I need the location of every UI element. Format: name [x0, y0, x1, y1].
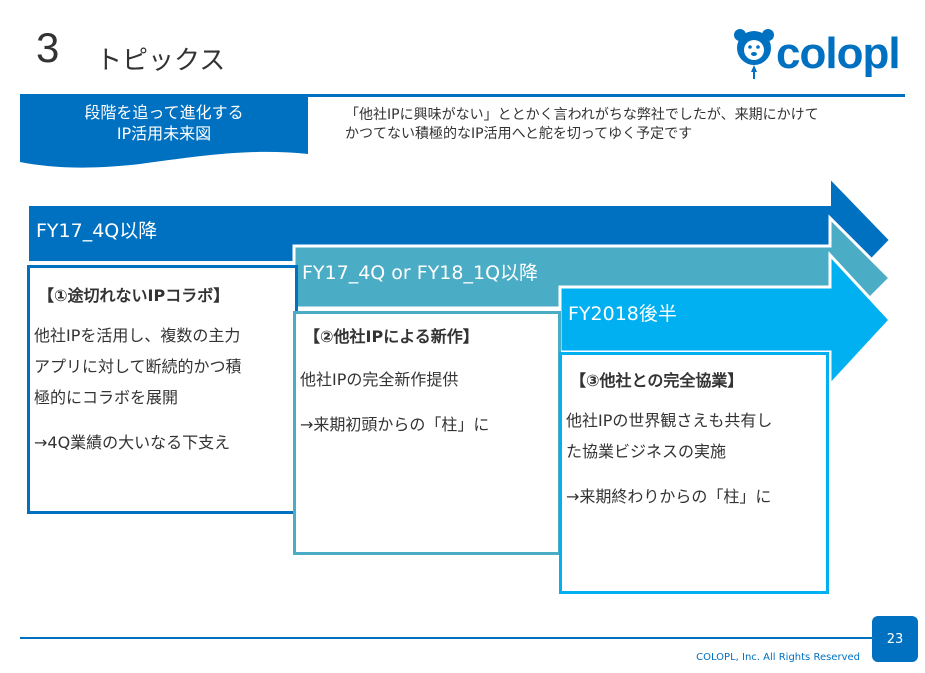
- logo-wordmark: colopl: [776, 29, 901, 78]
- copyright: COLOPL, Inc. All Rights Reserved: [696, 652, 860, 663]
- footer-divider: [20, 637, 872, 639]
- banner-label-line: 段階を追って進化する: [84, 103, 244, 122]
- stage-card-3: 【③他社との完全協業】 他社IPの世界観さえも共有し た協業ビジネスの実施 →来…: [559, 352, 829, 594]
- description-line: かつてない積極的なIP活用へと舵を切ってゆく予定です: [345, 126, 693, 142]
- stage-text: 他社IPの完全新作提供: [300, 370, 459, 389]
- section-number: 3: [36, 24, 60, 71]
- banner-background: [20, 96, 308, 168]
- stage-text: た協業ビジネスの実施: [566, 442, 727, 461]
- bear-balloon-icon: [734, 29, 774, 79]
- banner-label-line: IP活用未来図: [116, 124, 212, 143]
- page-title: トピックス: [96, 46, 226, 76]
- stage-heading: 【③他社との完全協業】: [570, 371, 744, 390]
- stage-card-1: 【①途切れないIPコラボ】 他社IPを活用し、複数の主力 アプリに対して断続的か…: [27, 265, 298, 514]
- stage-text: アプリに対して断続的かつ積: [34, 357, 242, 376]
- banner-label: 段階を追って進化する IP活用未来図: [20, 96, 308, 170]
- stage-period-2: FY17_4Q or FY18_1Q以降: [302, 262, 539, 284]
- stage-text: 他社IPの世界観さえも共有し: [566, 411, 773, 430]
- header-divider: [20, 94, 905, 97]
- stage-period-3: FY2018後半: [568, 303, 677, 325]
- stage-heading: 【②他社IPによる新作】: [304, 327, 479, 346]
- stage-note: →来期終わりからの「柱」に: [566, 487, 772, 506]
- colopl-logo: colopl: [732, 28, 901, 80]
- stage-period-1: FY17_4Q以降: [36, 220, 158, 242]
- stage-text: 極的にコラボを展開: [34, 388, 179, 407]
- description-line: 「他社IPに興味がない」ととかく言われがちな弊社でしたが、来期にかけて: [345, 107, 819, 123]
- stage-card-2: 【②他社IPによる新作】 他社IPの完全新作提供 →来期初頭からの「柱」に: [293, 311, 561, 555]
- banner-description: 「他社IPに興味がない」ととかく言われがちな弊社でしたが、来期にかけて かつてな…: [345, 106, 819, 144]
- stage-note: →来期初頭からの「柱」に: [300, 415, 490, 434]
- stage-heading: 【①途切れないIPコラボ】: [38, 286, 230, 305]
- stage-text: 他社IPを活用し、複数の主力: [34, 326, 241, 345]
- stage-note: →4Q業績の大いなる下支え: [34, 433, 231, 452]
- page-number: 23: [872, 616, 918, 662]
